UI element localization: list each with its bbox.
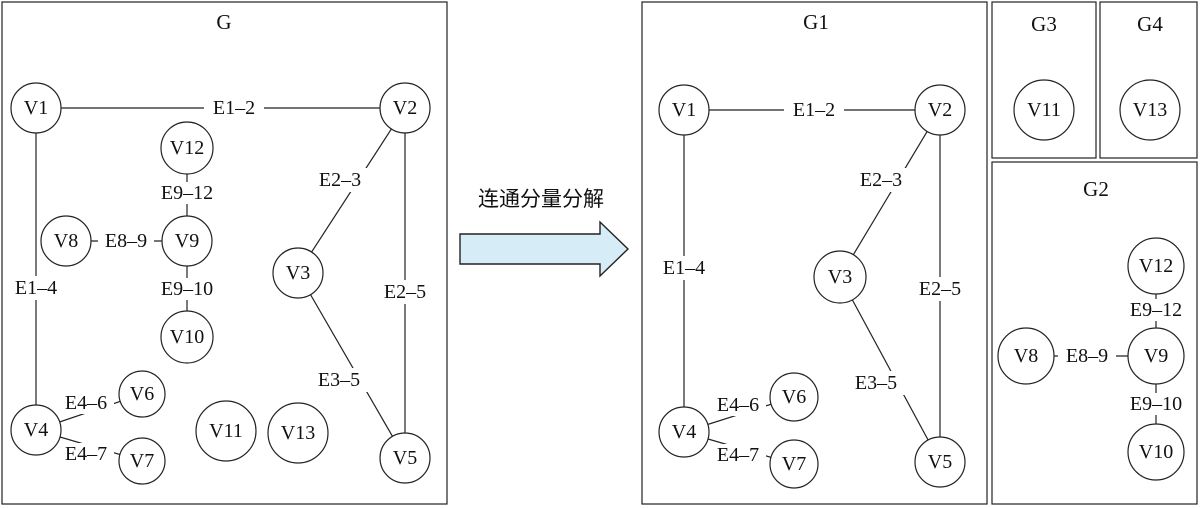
node-v3: V3 bbox=[272, 247, 324, 299]
svg-text:V4: V4 bbox=[24, 419, 48, 441]
arrow-shape bbox=[459, 220, 630, 278]
node-v11: V11 bbox=[1013, 79, 1075, 141]
node-v1: V1 bbox=[658, 84, 710, 136]
svg-text:V3: V3 bbox=[828, 266, 852, 288]
panel-g3-title: G3 bbox=[1031, 12, 1057, 36]
edge-label-e1-2: E1–2 bbox=[793, 99, 835, 121]
node-v13: V13 bbox=[1119, 79, 1181, 141]
svg-text:V8: V8 bbox=[1014, 345, 1038, 367]
node-v12: V12 bbox=[1127, 237, 1185, 295]
svg-text:V1: V1 bbox=[24, 97, 48, 119]
edge-label-e8-9: E8–9 bbox=[105, 230, 147, 252]
edge-label-e2-5: E2–5 bbox=[384, 281, 426, 303]
svg-text:V11: V11 bbox=[1027, 99, 1061, 121]
svg-text:V11: V11 bbox=[209, 420, 243, 442]
node-v3: V3 bbox=[813, 250, 867, 304]
edge-label-e9-10: E9–10 bbox=[1130, 393, 1182, 415]
svg-text:V10: V10 bbox=[1139, 441, 1173, 463]
panel-g2-title: G2 bbox=[1083, 177, 1109, 201]
node-v8: V8 bbox=[997, 327, 1055, 385]
node-v11: V11 bbox=[195, 400, 257, 462]
edge-v3-v5 bbox=[839, 276, 941, 463]
node-v9: V9 bbox=[161, 215, 213, 267]
panel-g1-title: G1 bbox=[803, 10, 829, 34]
edge-label-e2-5: E2–5 bbox=[919, 278, 961, 300]
svg-text:V8: V8 bbox=[54, 230, 78, 252]
edge-label-e1-4: E1–4 bbox=[663, 257, 705, 279]
svg-text:V13: V13 bbox=[281, 422, 315, 444]
node-v7: V7 bbox=[118, 437, 166, 485]
node-v12: V12 bbox=[160, 121, 214, 175]
edge-label-e3-5: E3–5 bbox=[318, 369, 360, 391]
svg-text:V5: V5 bbox=[928, 451, 952, 473]
svg-text:V5: V5 bbox=[393, 447, 417, 469]
edge-label-e1-4: E1–4 bbox=[15, 277, 57, 299]
panel-g4: G4 V13 bbox=[1099, 1, 1198, 159]
edge-v3-v5 bbox=[297, 272, 406, 459]
panel-g1: G1 E1–2 E1–4 E2–3 E2–5 E3–5 E4–6 E4–7 V1… bbox=[641, 1, 988, 505]
svg-text:V2: V2 bbox=[393, 97, 417, 119]
panel-g4-title: G4 bbox=[1137, 12, 1163, 36]
node-v6: V6 bbox=[769, 372, 819, 422]
panel-g: G E1–2 E1–4 E2–3 E2–5 E3–5 E4–6 E4–7 E8–… bbox=[1, 1, 448, 505]
edge-label-e9-12: E9–12 bbox=[1130, 299, 1182, 321]
edge-label-e9-12: E9–12 bbox=[161, 182, 213, 204]
edge-label-e8-9: E8–9 bbox=[1066, 345, 1108, 367]
svg-text:V13: V13 bbox=[1133, 99, 1167, 121]
svg-text:V2: V2 bbox=[928, 99, 952, 121]
svg-text:V7: V7 bbox=[782, 453, 806, 475]
edge-label-e1-2: E1–2 bbox=[213, 97, 255, 119]
node-v1: V1 bbox=[10, 82, 62, 134]
svg-text:V4: V4 bbox=[672, 421, 696, 443]
svg-text:V12: V12 bbox=[1139, 255, 1173, 277]
node-v2: V2 bbox=[379, 82, 431, 134]
panel-g-title: G bbox=[216, 10, 231, 34]
edge-label-e9-10: E9–10 bbox=[161, 278, 213, 300]
edge-label-e4-6: E4–6 bbox=[717, 394, 759, 416]
node-v2: V2 bbox=[914, 84, 966, 136]
edge-label-e4-7: E4–7 bbox=[65, 443, 107, 465]
edge-label-e2-3: E2–3 bbox=[319, 169, 361, 191]
decomposition-arrow: 连通分量分解 bbox=[459, 187, 630, 278]
node-v10: V10 bbox=[1127, 423, 1185, 481]
svg-text:V6: V6 bbox=[130, 383, 154, 405]
svg-text:V9: V9 bbox=[1144, 345, 1168, 367]
node-v13: V13 bbox=[267, 402, 329, 464]
edge-v2-v3 bbox=[839, 109, 941, 278]
node-v5: V5 bbox=[379, 432, 431, 484]
node-v7: V7 bbox=[769, 439, 819, 489]
svg-text:V3: V3 bbox=[286, 262, 310, 284]
panel-g2: G2 E8–9 E9–12 E9–10 V8 V9 V10 V12 bbox=[991, 161, 1198, 505]
svg-text:V9: V9 bbox=[175, 230, 199, 252]
svg-text:V12: V12 bbox=[170, 137, 204, 159]
node-v10: V10 bbox=[160, 310, 214, 364]
edge-label-e4-7: E4–7 bbox=[717, 444, 759, 466]
node-v6: V6 bbox=[118, 370, 166, 418]
edge-label-e2-3: E2–3 bbox=[860, 169, 902, 191]
node-v4: V4 bbox=[10, 404, 62, 456]
svg-text:V10: V10 bbox=[170, 326, 204, 348]
node-v8: V8 bbox=[40, 215, 92, 267]
arrow-label: 连通分量分解 bbox=[478, 187, 604, 211]
svg-text:V6: V6 bbox=[782, 386, 806, 408]
svg-text:V7: V7 bbox=[130, 450, 154, 472]
node-v5: V5 bbox=[914, 436, 966, 488]
panel-g3: G3 V11 bbox=[991, 1, 1097, 159]
node-v4: V4 bbox=[658, 406, 710, 458]
edge-label-e3-5: E3–5 bbox=[855, 372, 897, 394]
node-v9: V9 bbox=[1127, 327, 1185, 385]
svg-text:V1: V1 bbox=[672, 99, 696, 121]
edge-label-e4-6: E4–6 bbox=[65, 392, 107, 414]
